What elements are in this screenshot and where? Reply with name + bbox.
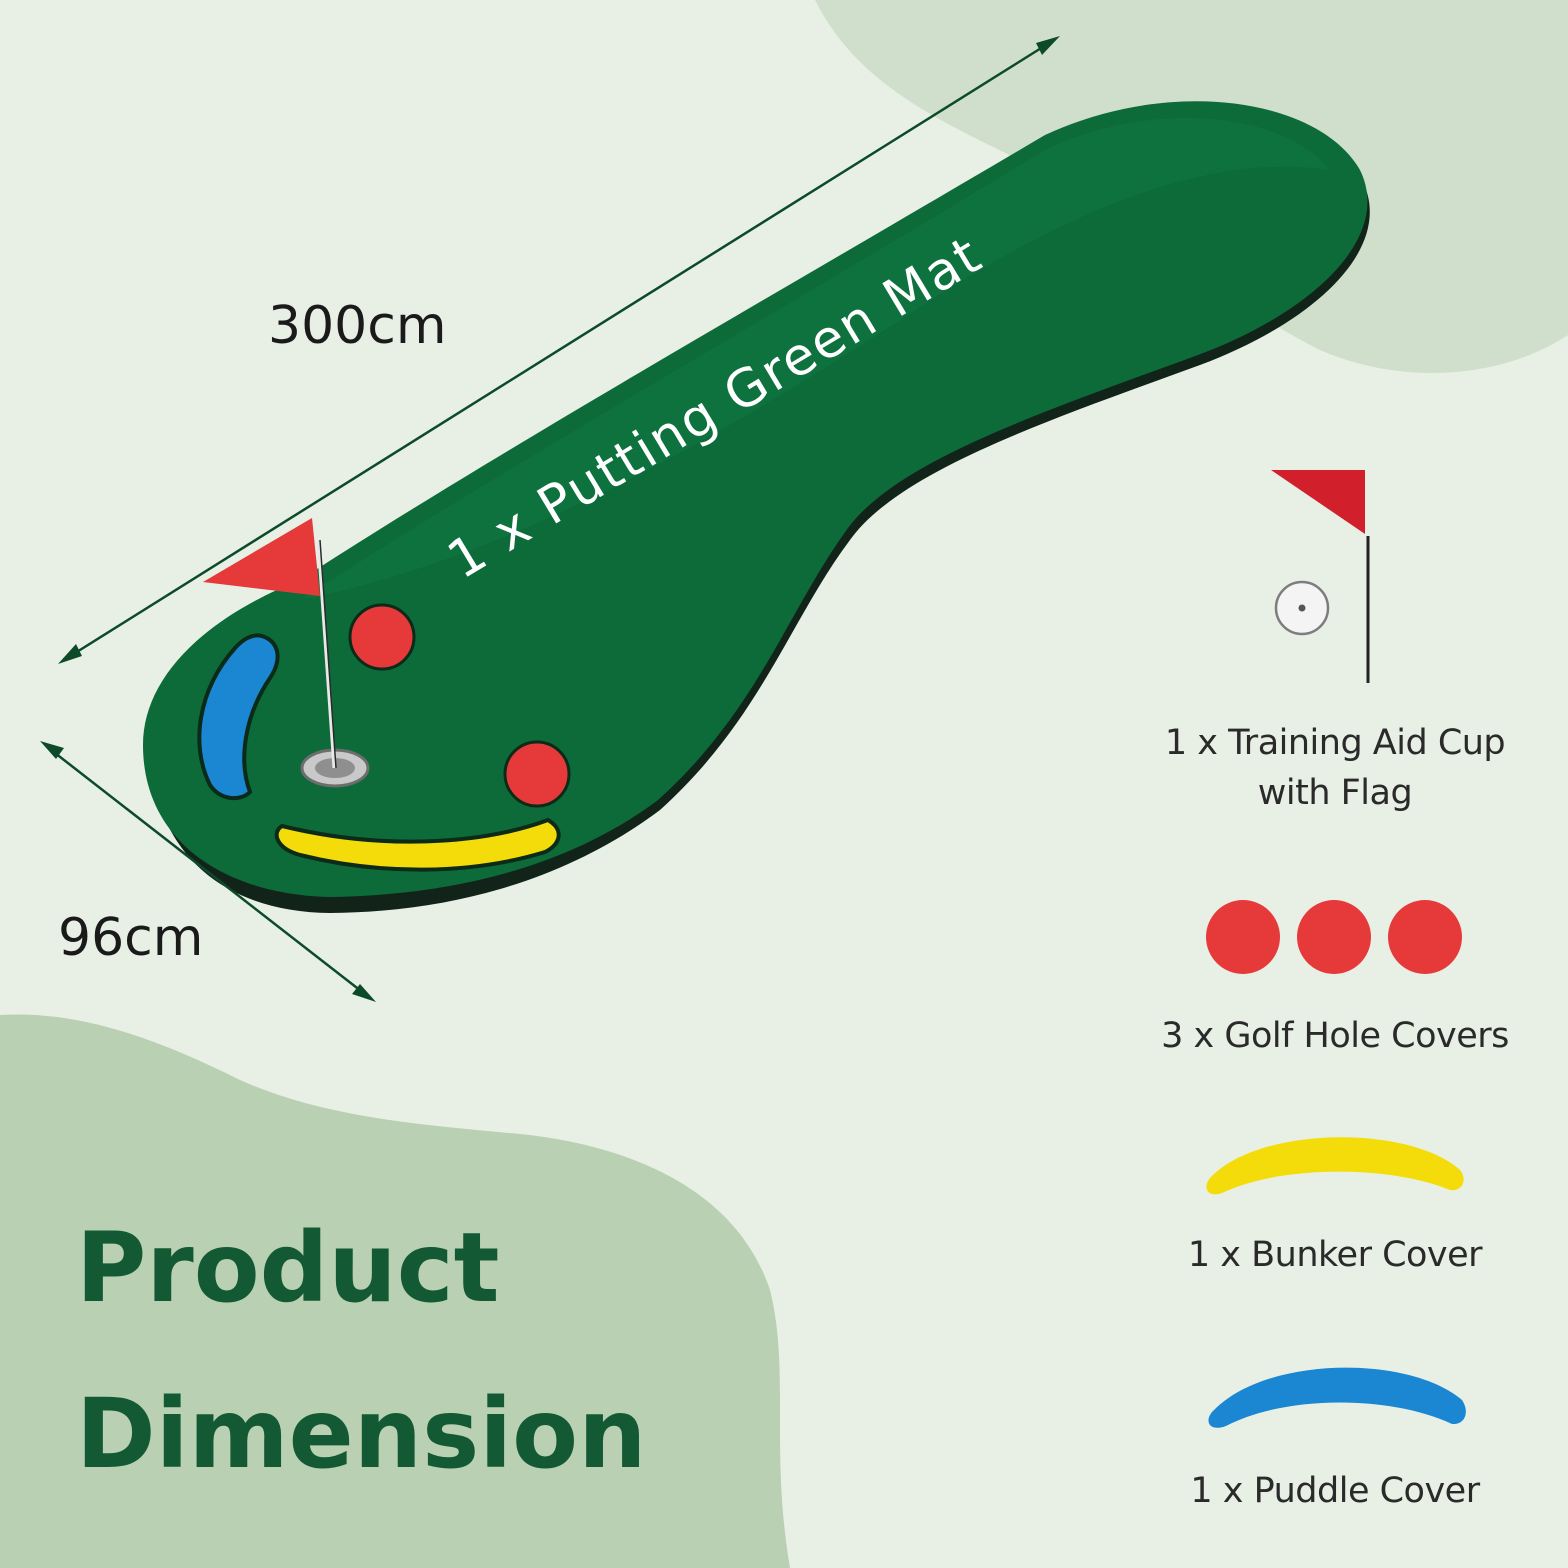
bunker-cover-icon bbox=[1206, 1137, 1464, 1195]
mat-hole-cover-1 bbox=[348, 603, 416, 671]
hole-cover-icon-3 bbox=[1388, 900, 1462, 974]
headline-line2: Dimension bbox=[76, 1378, 647, 1490]
hole-cover-icon-2 bbox=[1297, 900, 1371, 974]
mat-puddle-cover bbox=[197, 633, 280, 801]
bottom-left-blob bbox=[0, 1014, 790, 1568]
training-cup-label-line1: 1 x Training Aid Cup bbox=[1164, 723, 1506, 763]
mat-flag bbox=[203, 518, 320, 596]
hole-covers-label: 3 x Golf Hole Covers bbox=[1161, 1016, 1509, 1056]
headline-line1: Product bbox=[76, 1212, 500, 1324]
training-cup-label: 1 x Training Aid Cup with Flag bbox=[1125, 718, 1545, 818]
mat-hole-cover-2 bbox=[503, 740, 571, 808]
mat-cup-inner bbox=[315, 758, 355, 778]
mat-bunker-cover bbox=[274, 817, 561, 872]
flag-icon bbox=[1271, 470, 1365, 534]
cup-icon-center bbox=[1298, 604, 1306, 612]
bunker-cover-label: 1 x Bunker Cover bbox=[1187, 1235, 1483, 1275]
width-arrow bbox=[40, 741, 376, 1002]
mat-highlight bbox=[300, 117, 1330, 601]
training-cup-label-line2: with Flag bbox=[1257, 773, 1413, 813]
mat-flag-pole bbox=[316, 539, 336, 769]
hole-cover-icon-1 bbox=[1206, 900, 1280, 974]
puddle-cover-label: 1 x Puddle Cover bbox=[1190, 1471, 1480, 1511]
putting-green-mat bbox=[143, 101, 1368, 898]
length-arrow bbox=[58, 36, 1060, 664]
length-label: 300cm bbox=[268, 296, 447, 356]
puddle-cover-icon bbox=[1208, 1367, 1466, 1428]
width-label: 96cm bbox=[58, 908, 204, 968]
mat-flag-pole-shade bbox=[319, 539, 337, 769]
